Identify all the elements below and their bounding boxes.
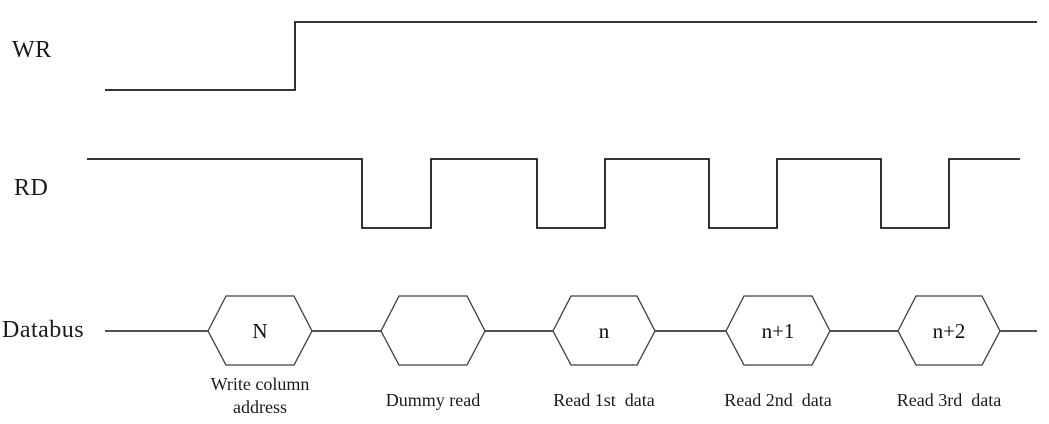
hexagon-value: n+2 — [933, 319, 966, 343]
caption-line: Read 3rd data — [896, 390, 1002, 410]
databus-hexagon — [897, 295, 1001, 366]
hexagon-caption: Read 3rd data — [897, 389, 1001, 412]
rd-waveform — [87, 158, 1020, 229]
hexagon-caption: Read 2nd data — [724, 389, 831, 412]
databus-hexagon — [380, 295, 486, 366]
databus-hexagon — [207, 295, 313, 366]
hexagon-caption: Dummy read — [386, 389, 480, 412]
hexagon-caption: Write column address — [211, 373, 310, 419]
caption-line: address — [233, 397, 287, 417]
databus-hexagon — [725, 295, 831, 366]
wr-signal-label: WR — [12, 37, 52, 63]
rd-signal-label: RD — [14, 175, 49, 201]
hexagon-value: N — [252, 319, 267, 343]
databus-signal-label: Databus — [2, 317, 85, 343]
caption-line: Dummy read — [385, 390, 481, 410]
hexagon-value: n — [599, 319, 610, 343]
wr-waveform — [105, 21, 1037, 91]
hexagon-caption: Read 1st data — [553, 389, 654, 412]
caption-line: Read 1st data — [553, 390, 655, 410]
caption-line: Write column — [210, 374, 310, 394]
hexagon-value: n+1 — [762, 319, 795, 343]
caption-line: Read 2nd data — [724, 390, 832, 410]
databus-hexagon — [552, 295, 656, 366]
